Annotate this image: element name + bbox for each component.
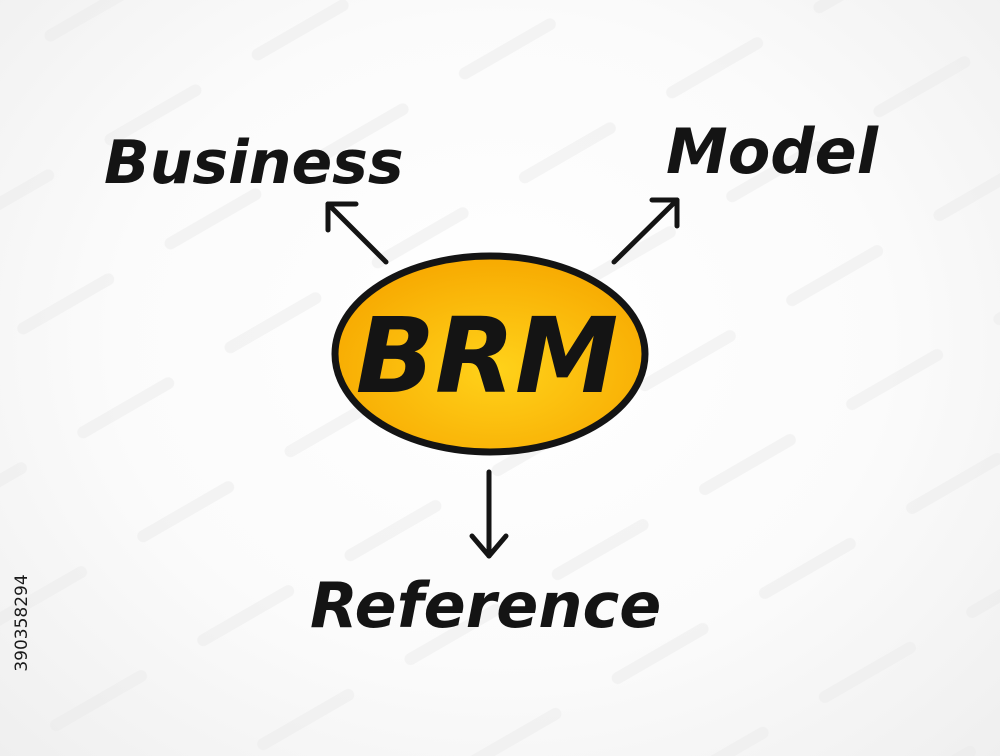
node-model-label: Model	[666, 115, 879, 188]
center-oval	[331, 252, 649, 456]
arrow-to-business	[325, 201, 389, 265]
stock-id-label: 390358294	[10, 515, 34, 730]
center-label: BRM	[356, 295, 619, 417]
arrow-to-model	[611, 197, 680, 265]
node-reference-label: Reference	[310, 569, 661, 642]
arrow-to-reference	[469, 469, 509, 559]
node-business-label: Business	[104, 128, 404, 198]
stock-id-text: 390358294	[12, 573, 32, 672]
